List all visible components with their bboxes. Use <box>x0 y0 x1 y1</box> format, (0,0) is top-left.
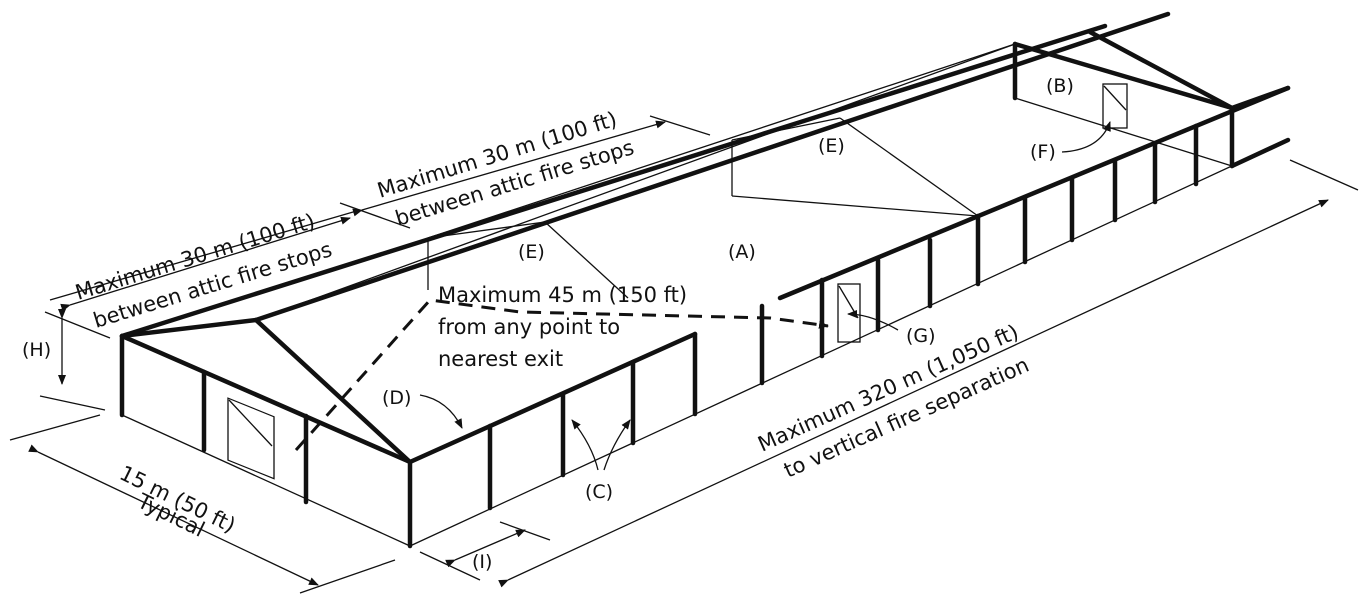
dim-length-arrow <box>498 199 1329 588</box>
label-e-back: (E) <box>818 135 845 157</box>
dim-width-tick-left <box>9 414 101 441</box>
back-gable-rafter <box>1087 29 1235 111</box>
firestop-2-base <box>731 195 979 217</box>
building-structure <box>119 11 1291 549</box>
ext-eave <box>1229 85 1291 111</box>
dim-width-tick-right <box>299 559 396 594</box>
firestop-2-left <box>731 117 841 141</box>
label-g: (G) <box>906 325 936 347</box>
side-door-swing <box>838 285 859 319</box>
exit-text-2: from any point to <box>438 315 620 339</box>
callout-f-arrow <box>1061 121 1111 153</box>
exit-text-1: Maximum 45 m (150 ft) <box>438 283 687 307</box>
dim-length-tick <box>1289 159 1359 191</box>
dim-attic-mid-tick <box>649 115 711 136</box>
callout-c-arrow-right <box>603 419 631 471</box>
callout-d-arrow <box>419 394 463 429</box>
back-door-swing <box>1103 85 1127 111</box>
letter-labels: (A) (B) (C) (D) (E) (E) (F) (G) (H) (I) <box>22 75 1074 573</box>
dim-attic-mid-arrow <box>352 120 666 217</box>
inner-ridge-shadow <box>255 43 1016 321</box>
dim-i-tick-left <box>419 551 481 581</box>
label-e-front: (E) <box>518 241 545 263</box>
front-gable-rafter-left <box>119 317 259 339</box>
label-h: (H) <box>22 339 51 361</box>
label-a: (A) <box>728 241 756 263</box>
front-door-swing <box>228 399 273 447</box>
dim-attic-left-arrow <box>60 216 351 312</box>
label-i: (I) <box>472 551 492 573</box>
label-f: (F) <box>1030 141 1056 163</box>
dim-width-arrow <box>28 444 319 586</box>
side-door <box>837 283 861 343</box>
firestop-2-right <box>839 117 979 217</box>
front-gable-rafter-right <box>253 317 413 465</box>
exit-text-3: nearest exit <box>438 347 563 371</box>
label-d: (D) <box>382 387 411 409</box>
roof-ridge <box>253 11 1171 323</box>
callout-c-arrow-left <box>571 419 599 471</box>
callout-arrows <box>419 121 1111 471</box>
ext-floor <box>1229 137 1291 169</box>
label-c: (C) <box>585 481 613 503</box>
dim-h-bottom-tick <box>39 395 106 411</box>
front-eave-line <box>119 333 413 465</box>
label-b: (B) <box>1046 75 1074 97</box>
back-gable-eave <box>1012 41 1235 111</box>
dimension-lines <box>9 115 1359 594</box>
callout-g-arrow <box>847 310 899 331</box>
back-door <box>1102 83 1128 129</box>
dim-h-top-tick <box>44 311 111 339</box>
